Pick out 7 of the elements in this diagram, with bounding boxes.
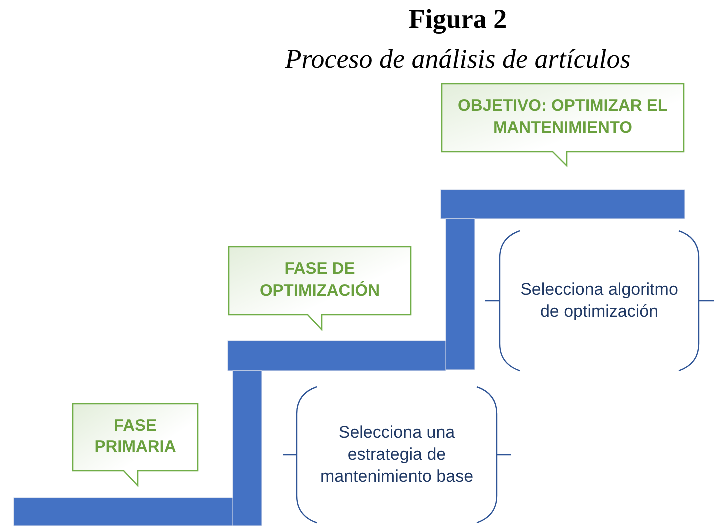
callout-bubble: FASE PRIMARIA	[72, 403, 199, 486]
bracket-box: Selecciona algoritmo de optimización	[485, 230, 714, 372]
figure-title: Figura 2	[408, 4, 508, 35]
figure-caption: Proceso de análisis de artículos	[284, 44, 632, 75]
bracket-box: Selecciona una estrategia de mantenimiento base	[283, 386, 511, 524]
callout-bubble: FASE DE OPTIMIZACIÓN	[228, 246, 412, 330]
callout-bubble: OBJETIVO: OPTIMIZAR EL MANTENIMIENTO	[441, 83, 685, 166]
